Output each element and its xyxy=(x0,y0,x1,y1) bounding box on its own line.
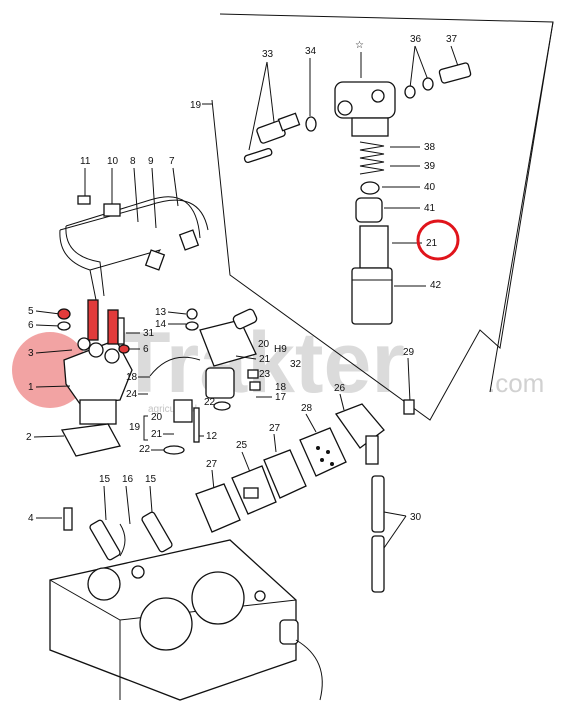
callout-13: 13 xyxy=(155,307,167,318)
callout-28: 28 xyxy=(301,403,313,414)
callout-8: 8 xyxy=(130,156,136,167)
watermark-domain: .com xyxy=(488,368,544,398)
callout-27a: 27 xyxy=(269,423,281,434)
callout-17: 17 xyxy=(275,392,287,403)
injection-pump-body xyxy=(63,299,133,425)
trakter-watermark: Trakter .com agricultural xyxy=(12,315,544,415)
callout-19b: 19 xyxy=(129,422,141,433)
callout-2: 2 xyxy=(26,432,32,443)
callout-H9: H9 xyxy=(274,344,287,355)
callout-14: 14 xyxy=(155,319,167,330)
callout-36: 36 xyxy=(410,34,422,45)
callout-7: 7 xyxy=(169,156,175,167)
callout-9: 9 xyxy=(148,156,154,167)
callout-18a: 18 xyxy=(126,372,138,383)
callout-12: 12 xyxy=(206,431,218,442)
injector-left xyxy=(89,519,121,561)
governor-housing xyxy=(149,308,258,423)
callout-5: 5 xyxy=(28,306,34,317)
callout-33: 33 xyxy=(262,49,274,60)
watermark-brand: Trakter xyxy=(118,315,405,411)
callout-21a-main: 21 xyxy=(259,354,271,365)
callout-38: 38 xyxy=(424,142,436,153)
callout-4: 4 xyxy=(28,513,34,524)
callout-3: 3 xyxy=(28,348,34,359)
callout-16: 16 xyxy=(122,474,134,485)
callout-6b: 6 xyxy=(143,344,149,355)
callout-15b: 15 xyxy=(145,474,157,485)
callout-29: 29 xyxy=(403,347,415,358)
highlight-circle xyxy=(416,219,460,261)
callout-star: ☆ xyxy=(355,40,364,51)
banjo-fitting xyxy=(256,112,301,144)
injection-pump-inset: 19 33 34 ☆ 36 37 xyxy=(190,13,554,421)
callout-20b: 20 xyxy=(151,412,163,423)
callout-6a: 6 xyxy=(28,320,34,331)
callout-1: 1 xyxy=(28,382,34,393)
callout-39: 39 xyxy=(424,161,436,172)
watermark-subtext: agricultural xyxy=(148,404,197,415)
callout-24: 24 xyxy=(126,389,138,400)
callout-20a: 20 xyxy=(258,339,270,350)
callout-11: 11 xyxy=(80,156,91,167)
engine-block: 4 15 16 15 xyxy=(28,474,323,701)
callout-25: 25 xyxy=(236,440,248,451)
callout-32: 32 xyxy=(290,359,302,370)
right-side-parts: 29 26 28 27 25 27 30 xyxy=(195,347,422,593)
callout-19: 19 xyxy=(190,100,202,111)
injector-right xyxy=(141,511,173,553)
callout-22a: 22 xyxy=(204,397,216,408)
callout-37: 37 xyxy=(446,34,458,45)
callout-41: 41 xyxy=(424,203,436,214)
callout-31: 31 xyxy=(143,328,155,339)
main-assembly: 11 10 8 9 7 5 6 3 xyxy=(26,156,302,457)
callout-23: 23 xyxy=(259,369,271,380)
callout-22b: 22 xyxy=(139,444,151,455)
callout-15a: 15 xyxy=(99,474,111,485)
callout-30: 30 xyxy=(410,512,422,523)
callout-21b: 21 xyxy=(151,429,163,440)
callout-26: 26 xyxy=(334,383,346,394)
callout-27b: 27 xyxy=(206,459,218,470)
delivery-valve-spring xyxy=(359,141,385,175)
callout-34: 34 xyxy=(305,46,317,57)
callout-40: 40 xyxy=(424,182,436,193)
pump-head xyxy=(334,81,396,137)
callout-21-highlighted: 21 xyxy=(426,238,438,249)
callout-42: 42 xyxy=(430,280,442,291)
callout-10: 10 xyxy=(107,156,119,167)
filter-element xyxy=(299,427,347,477)
callout-18b: 18 xyxy=(275,382,287,393)
